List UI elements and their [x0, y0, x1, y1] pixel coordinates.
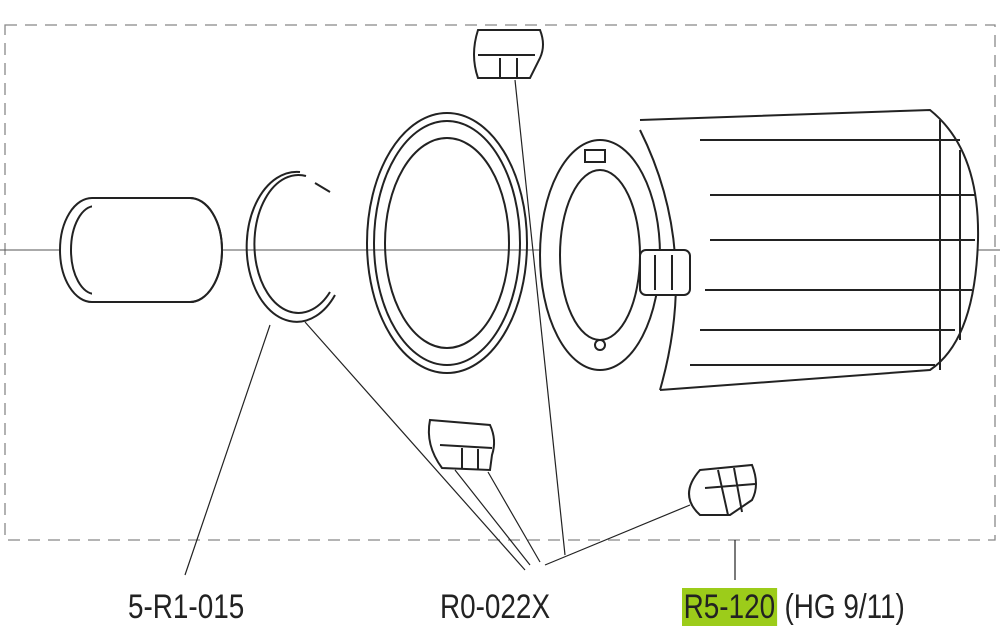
highlighted-part-code: R5-120	[682, 588, 777, 626]
part-label-r0-022x: R0-022X	[440, 588, 551, 626]
part-label-5-r1-015: 5-R1-015	[128, 588, 245, 626]
pawl-bottom-right	[688, 463, 757, 516]
part-note: (HG 9/11)	[784, 588, 905, 626]
dashed-frame	[4, 24, 996, 541]
snap-ring	[245, 170, 336, 323]
pawl-top	[473, 29, 544, 79]
spacer-tube	[59, 197, 223, 303]
leader-lines	[184, 79, 736, 580]
part-label-r5-120: R5-120 (HG 9/11)	[682, 588, 905, 627]
freehub-body	[539, 108, 980, 391]
pawl-bottom-left	[427, 418, 496, 472]
washer	[366, 112, 528, 374]
